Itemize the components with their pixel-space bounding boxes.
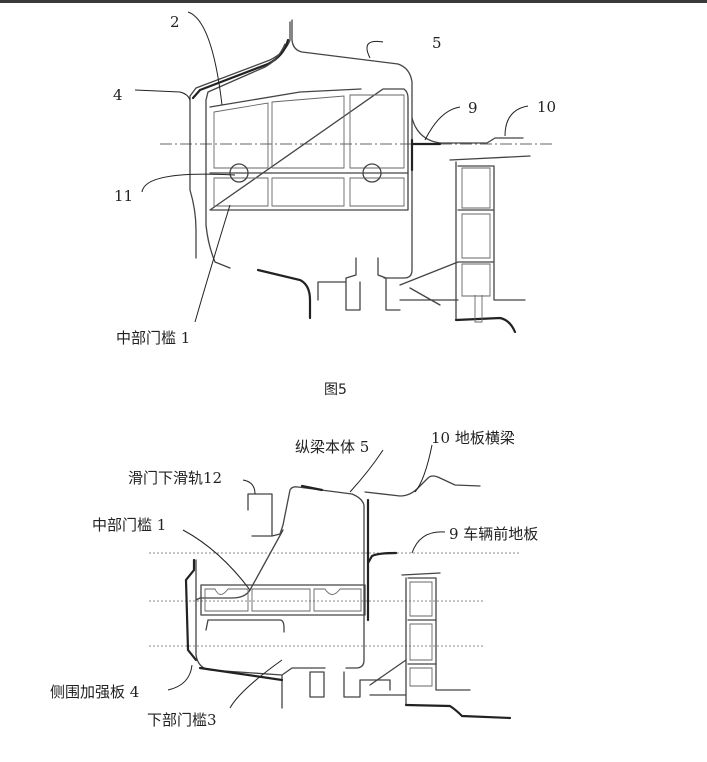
label-2: 2 (170, 13, 180, 31)
front-floor-9 (410, 138, 442, 172)
leader-10 (414, 444, 433, 493)
leader-9 (411, 531, 446, 554)
figure-6-drawing: 纵梁本体 5 10 地板横梁 滑门下滑轨12 中部门槛 1 9 车辆前地板 侧围… (50, 429, 538, 729)
label-middle-sill: 中部门槛 1 (92, 516, 166, 534)
label-11: 11 (114, 187, 133, 205)
beam-inner-wall (195, 529, 284, 601)
label-beam-body: 纵梁本体 5 (295, 438, 369, 456)
label-side-reinforcement: 侧围加强板 4 (50, 683, 139, 701)
hole-11-left (229, 163, 249, 183)
lower-sill-3 (195, 559, 283, 709)
crossmember-structure (369, 572, 471, 706)
lower-floor-flange (281, 667, 326, 676)
lower-sill-flange (198, 666, 284, 682)
inner-bracket (205, 619, 285, 633)
lower-clips (309, 671, 391, 698)
label-sliding-rail: 滑门下滑轨12 (128, 469, 222, 487)
sliding-rail-12 (247, 493, 273, 537)
leader-5 (366, 40, 384, 59)
floor-crossmember-10 (399, 155, 531, 321)
lower-flange (256, 268, 312, 320)
floor-bottom-flange (454, 316, 517, 334)
label-4: 4 (113, 86, 123, 104)
window-top-bar (0, 0, 707, 3)
beam-5-reinforcement (300, 484, 370, 622)
beam-5-outline (291, 19, 524, 144)
label-9: 9 (468, 99, 478, 117)
leader-4 (167, 664, 193, 691)
middle-sill-box (209, 88, 409, 211)
leader-10 (504, 105, 529, 137)
beam-5-body (271, 486, 365, 669)
lower-clips (317, 257, 401, 311)
leader-1 (194, 204, 231, 323)
leader-9 (424, 106, 461, 141)
leader-3 (229, 659, 283, 709)
label-floor-crossmember: 10 地板横梁 (431, 429, 515, 447)
label-front-floor: 9 车辆前地板 (449, 525, 538, 543)
hole-11-right (362, 163, 382, 183)
middle-sill-cells (204, 588, 362, 612)
floor-crossmember-10 (364, 475, 481, 497)
leader-11 (141, 173, 236, 193)
figure-caption: 图5 (324, 382, 347, 398)
inner-panel (205, 43, 286, 269)
leader-5 (349, 449, 384, 493)
figure-5-drawing: 2 5 4 9 10 11 中部门槛 1 图5 (113, 11, 556, 398)
middle-sill-1 (200, 584, 366, 616)
side-reinforcement-4 (189, 21, 291, 259)
crossmember-cells (461, 167, 491, 297)
leader-1 (182, 529, 251, 591)
label-middle-sill: 中部门槛 1 (116, 329, 190, 347)
sill-cells (213, 94, 405, 207)
label-lower-sill: 下部门槛3 (147, 711, 217, 729)
leader-12 (242, 479, 256, 495)
bolt (474, 295, 483, 323)
front-floor-9 (366, 551, 398, 565)
outer-panel (191, 38, 290, 100)
label-5: 5 (432, 34, 442, 52)
side-reinforcement-4 (184, 558, 198, 662)
floor-bottom-flange (404, 703, 512, 720)
label-10: 10 (537, 98, 556, 116)
crossmember-cells (409, 581, 433, 687)
leader-2 (187, 11, 223, 106)
beam-right-wall (383, 117, 413, 279)
leader-4 (134, 89, 191, 101)
